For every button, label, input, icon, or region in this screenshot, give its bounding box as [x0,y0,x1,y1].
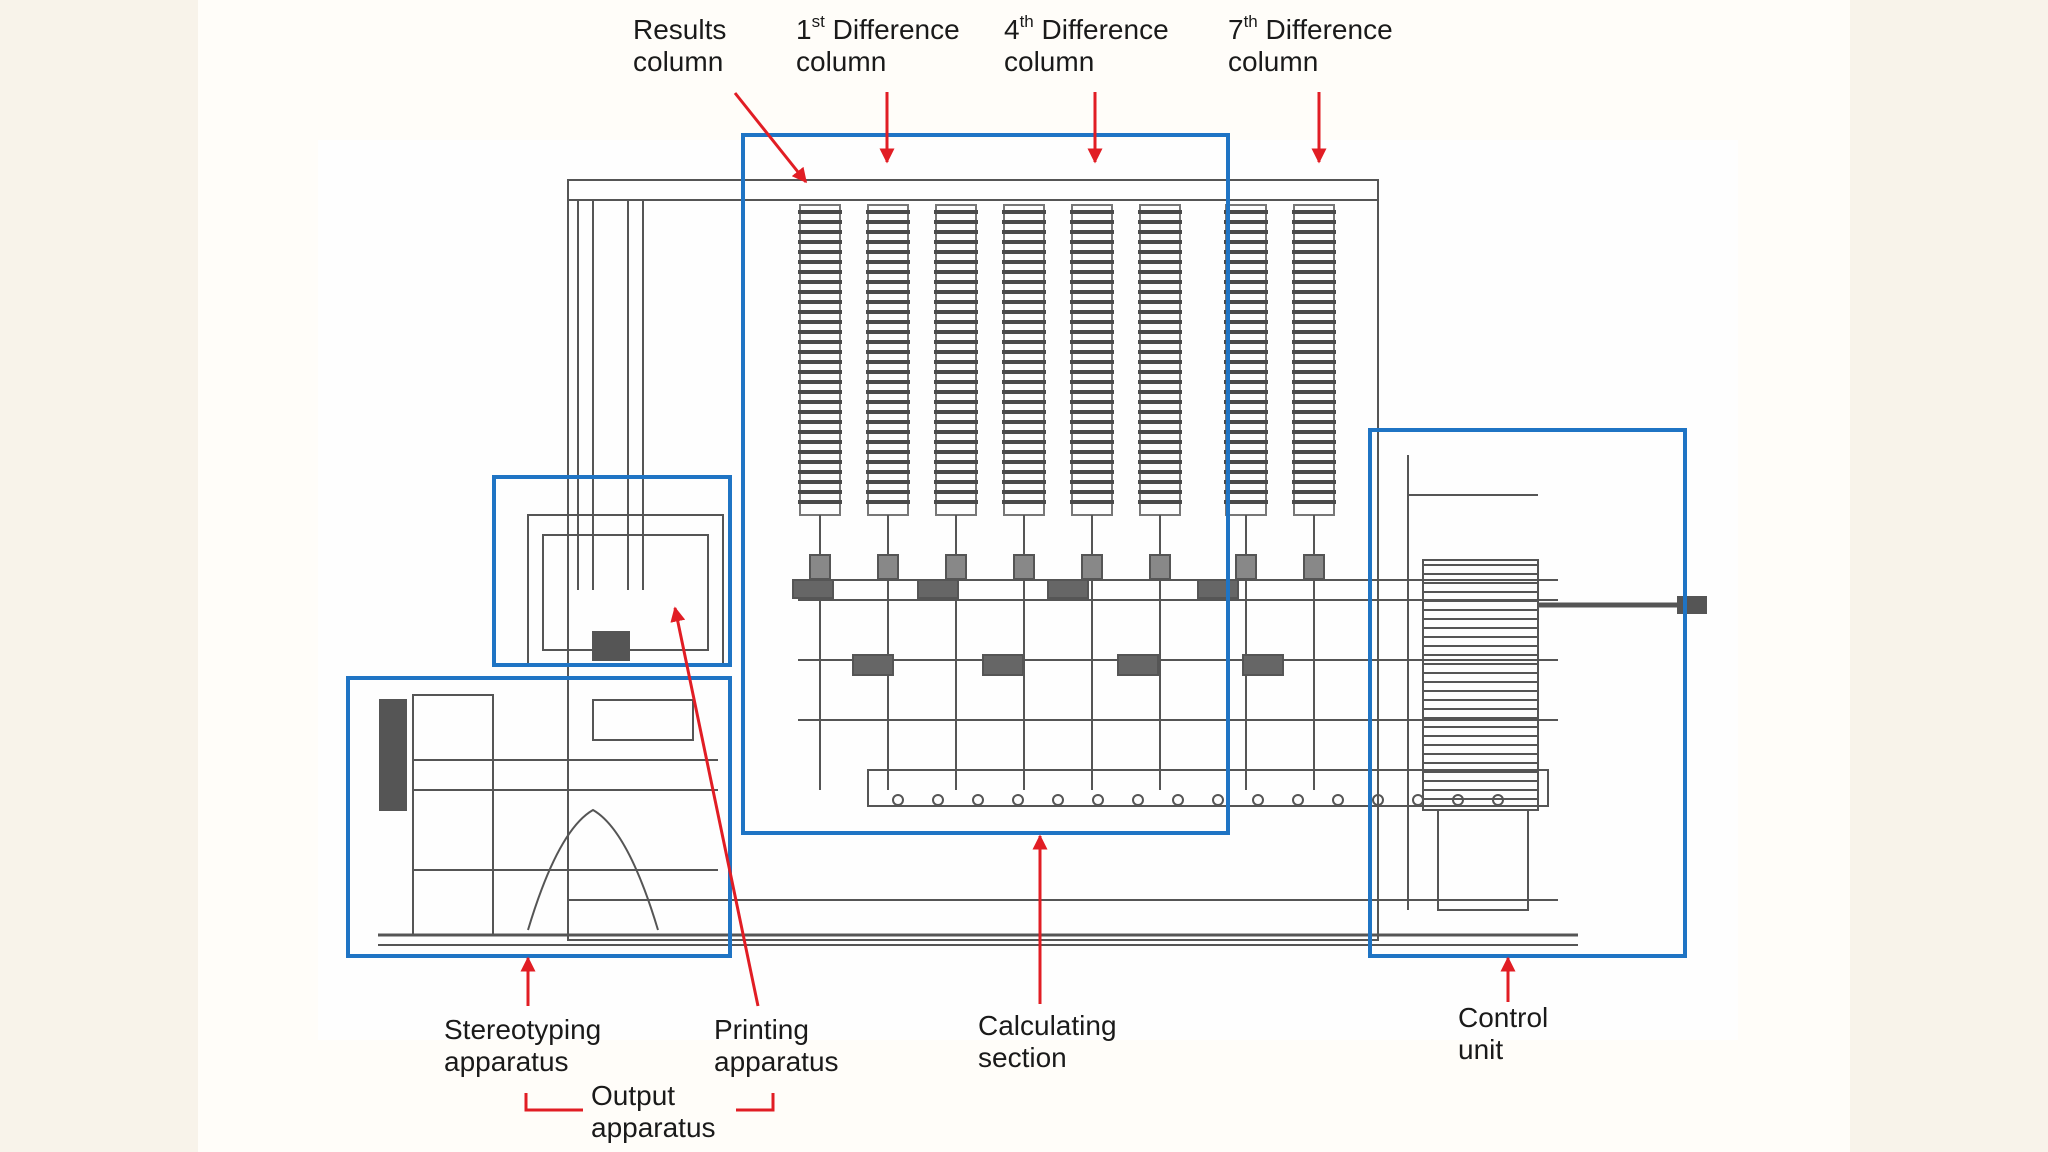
crank-handle [1677,596,1707,614]
figure-wheel-column [1292,204,1336,790]
control-unit-label-line2: unit [1458,1034,1504,1065]
gear-block [1197,579,1239,599]
gear-block [792,579,834,599]
figure-wheel-column [1138,204,1182,790]
bearing [1292,794,1304,806]
sector-gear [945,554,967,580]
control-unit-label-line1: Control [1458,1002,1549,1033]
output-apparatus-label: Output apparatus [591,1080,716,1144]
stereotyping-apparatus-label: Stereotyping apparatus [444,1014,601,1078]
difference-engine-diagram [318,92,1738,1112]
printing-apparatus-arrow [670,606,760,1007]
gear-block [1242,654,1284,676]
bearing [1052,794,1064,806]
printing-apparatus-label-line2: apparatus [714,1046,839,1077]
output-apparatus-label-line1: Output [591,1080,676,1111]
sector-gear [1149,554,1171,580]
first-difference-column-label: 1st Difference column [796,11,960,78]
bearing [932,794,944,806]
gear-block [1047,579,1089,599]
bearing [1172,794,1184,806]
bearing [1212,794,1224,806]
control-unit-box [1368,428,1687,958]
sector-gear [1081,554,1103,580]
bearing [1132,794,1144,806]
bearing [1252,794,1264,806]
results-column-arrow [733,92,808,184]
bearing [892,794,904,806]
seventh-difference-title: Difference [1257,14,1393,45]
first-difference-title: Difference [824,14,960,45]
figure-wheel-column [1224,204,1268,790]
fourth-difference-ordinal-number: 4 [1004,14,1020,45]
printing-apparatus-box [492,475,732,667]
seventh-difference-column-label: 7th Difference column [1228,11,1393,78]
gear-block [917,579,959,599]
output-bracket-right [736,1093,775,1112]
stereotype-carriage [592,699,694,741]
main-frame [567,179,1379,941]
fourth-difference-column-label-line2: column [1004,46,1095,77]
figure-wheel-column [934,204,978,790]
first-difference-ordinal-number: 1 [796,14,812,45]
bearing [972,794,984,806]
seventh-difference-ordinal-suffix: th [1243,11,1258,31]
figure-wheel-column [798,204,842,790]
stereotyping-apparatus-label-line2: apparatus [444,1046,569,1077]
calculating-section-label-line2: section [978,1042,1067,1073]
calculating-section-label: Calculating section [978,1010,1117,1074]
sector-gear [877,554,899,580]
control-base [1437,809,1529,911]
seventh-difference-ordinal-number: 7 [1228,14,1244,45]
sector-gear [1013,554,1035,580]
output-apparatus-label-line2: apparatus [591,1112,716,1143]
bearing [1012,794,1024,806]
sector-gear [1235,554,1257,580]
control-unit-label: Control unit [1458,1002,1548,1066]
type-block [592,631,630,661]
page: Results column 1st Difference column 4th… [198,0,1850,1152]
results-column-label-line2: column [633,46,724,77]
engine-drawing [378,179,1707,946]
bearing [1372,794,1384,806]
first-difference-ordinal-suffix: st [811,11,825,31]
gear-block [1117,654,1159,676]
gear-block [982,654,1024,676]
stereotyping-apparatus-box [346,676,732,958]
figure-wheel-column [1002,204,1046,790]
calculating-section-box [741,133,1230,835]
output-bracket-left [524,1093,583,1112]
results-column-label: Results column [633,14,726,78]
printing-apparatus-label-line1: Printing [714,1014,809,1045]
first-difference-column-label-line2: column [796,46,887,77]
bearing [1092,794,1104,806]
seventh-difference-column-label-line2: column [1228,46,1319,77]
lower-shaft-housing [867,769,1549,807]
stereotyping-apparatus-label-line1: Stereotyping [444,1014,602,1045]
calculating-section-label-line1: Calculating [978,1010,1117,1041]
figure-wheel-column [866,204,910,790]
fourth-difference-title: Difference [1033,14,1169,45]
fourth-difference-ordinal-suffix: th [1019,11,1034,31]
drawing-paper [318,140,1738,1040]
annotation-overlay [346,92,1687,1112]
figure-wheel-column [1070,204,1114,790]
stereotype-frame [412,694,494,936]
stereotype-arch [527,808,659,931]
sector-gear [1303,554,1325,580]
results-column-label-line1: Results [633,14,727,45]
bearing [1332,794,1344,806]
sector-gear [809,554,831,580]
gear-block [852,654,894,676]
printing-apparatus-label: Printing apparatus [714,1014,839,1078]
fourth-difference-column-label: 4th Difference column [1004,11,1169,78]
stereotype-wheel [379,699,407,811]
